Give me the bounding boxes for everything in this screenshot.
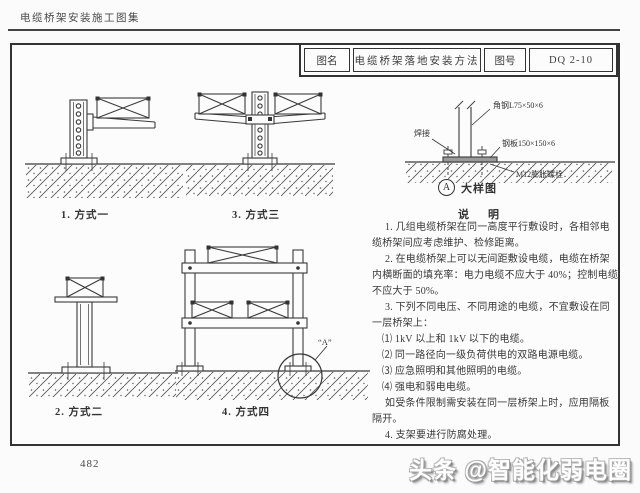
method1-caption: 1. 方式一 [61, 210, 109, 221]
note-line: 一层桥架上： [372, 318, 434, 329]
note-line: 3. 下列不同电压、不同用途的电缆，不宜敷设在同 [385, 302, 610, 313]
title-block-name-label: 图名 [304, 48, 350, 72]
title-block-number-value: DQ 2-10 [529, 48, 613, 72]
title-block: 图名 电缆桥架落地安装方法 图号 DQ 2-10 [299, 43, 618, 77]
detail-caption-text: 大样图 [461, 182, 497, 195]
angle-steel-label: 角钢L75×50×6 [493, 100, 543, 110]
page-number: 482 [80, 458, 100, 470]
method2-caption: 2. 方式二 [55, 407, 103, 418]
note-line: ⑷ 强电和弱电电缆。 [382, 382, 477, 393]
note-line: 不应大于 50%。 [372, 286, 445, 297]
weld-label: 焊接 [414, 128, 430, 138]
note-line: ⑶ 应急照明和其他照明的电缆。 [382, 366, 528, 377]
note-line: 如受条件限制需安装在同一层桥架上时，应用隔板 [385, 398, 610, 409]
watermark: 头条 @智能化弱电圈 [409, 457, 632, 483]
title-block-name-value: 电缆桥架落地安装方法 [353, 48, 481, 72]
detail-marker-a-icon: A [438, 179, 455, 196]
note-line: ⑴ 1kV 以上和 1kV 以下的电缆。 [382, 334, 531, 345]
method3-drawing [185, 91, 335, 196]
detail-drawing: 角钢L75×50×6 焊接 钢板150×150×6 M12膨胀螺栓 [405, 100, 615, 183]
anchor-bolt-label: M12膨胀螺栓 [516, 169, 563, 179]
header-rule [8, 29, 620, 31]
note-line: 缆桥架间应考虑维护、检修距离。 [372, 238, 525, 249]
notes-block: 1. 几组电缆桥架在同一高度平行敷设时，各相邻电 缆桥架间应考虑维护、检修距离。… [372, 220, 622, 444]
note-line: 4. 支架要进行防腐处理。 [385, 430, 498, 441]
note-line: 隔开。 [372, 414, 403, 425]
steel-plate-label: 钢板150×150×6 [502, 138, 555, 148]
atlas-header-title: 电缆桥架安装施工图集 [20, 13, 140, 24]
notes-heading: 说 明 [458, 209, 503, 221]
method4-caption: 4. 方式四 [222, 407, 270, 418]
note-line: ⑵ 同一路径向一级负荷供电的双路电源电缆。 [382, 350, 589, 361]
method4-drawing: “A” [175, 245, 370, 400]
note-line: 2. 在电缆桥架上可以无间距敷设电缆，电缆在桥架 [385, 254, 610, 265]
detail-caption: A 大样图 [438, 179, 497, 196]
note-line: 内横断面的填充率：电力电缆不应大于 40%；控制电缆 [372, 270, 619, 281]
method2-drawing [28, 276, 178, 397]
note-line: 1. 几组电缆桥架在同一高度平行敷设时，各相邻电 [385, 222, 610, 233]
title-block-number-label: 图号 [484, 48, 526, 72]
method1-drawing [25, 96, 185, 198]
detail-ref-label: “A” [318, 337, 332, 347]
method3-caption: 3. 方式三 [232, 210, 280, 221]
